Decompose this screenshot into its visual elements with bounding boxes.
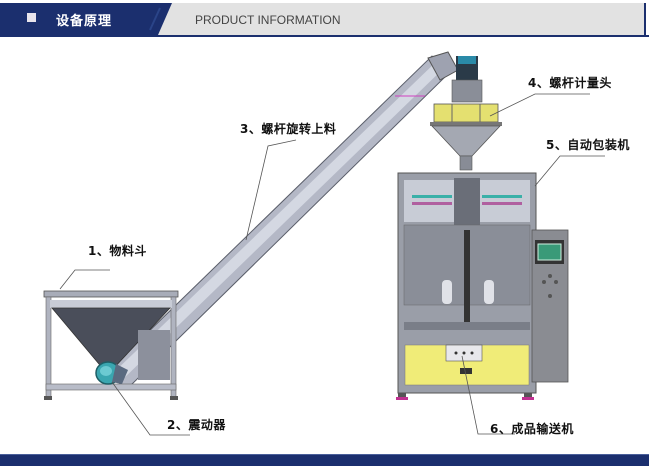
screw-conveyor [103,51,459,389]
label-auger-filler: 4、螺杆计量头 [528,76,612,90]
section-header: 设备原理 PRODUCT INFORMATION [0,0,649,38]
label-vibrator: 2、震动器 [167,418,226,432]
packing-machine [396,172,537,400]
section-title-en: PRODUCT INFORMATION [195,13,341,27]
packing-line-diagram [43,51,605,436]
square-bullet-icon [27,13,36,22]
control-panel [531,229,569,383]
auger-filler [430,56,502,171]
label-hopper: 1、物料斗 [88,244,147,258]
header-background [0,0,649,38]
vibrator [95,361,128,385]
label-screw-conveyor: 3、螺杆旋转上料 [240,122,337,136]
label-output-conveyor: 6、成品输送机 [490,422,574,436]
leader-lines [59,93,605,436]
section-title-zh: 设备原理 [56,14,113,29]
label-packing-machine: 5、自动包装机 [546,138,630,152]
material-hopper [43,290,179,400]
footer-bar [0,454,649,466]
